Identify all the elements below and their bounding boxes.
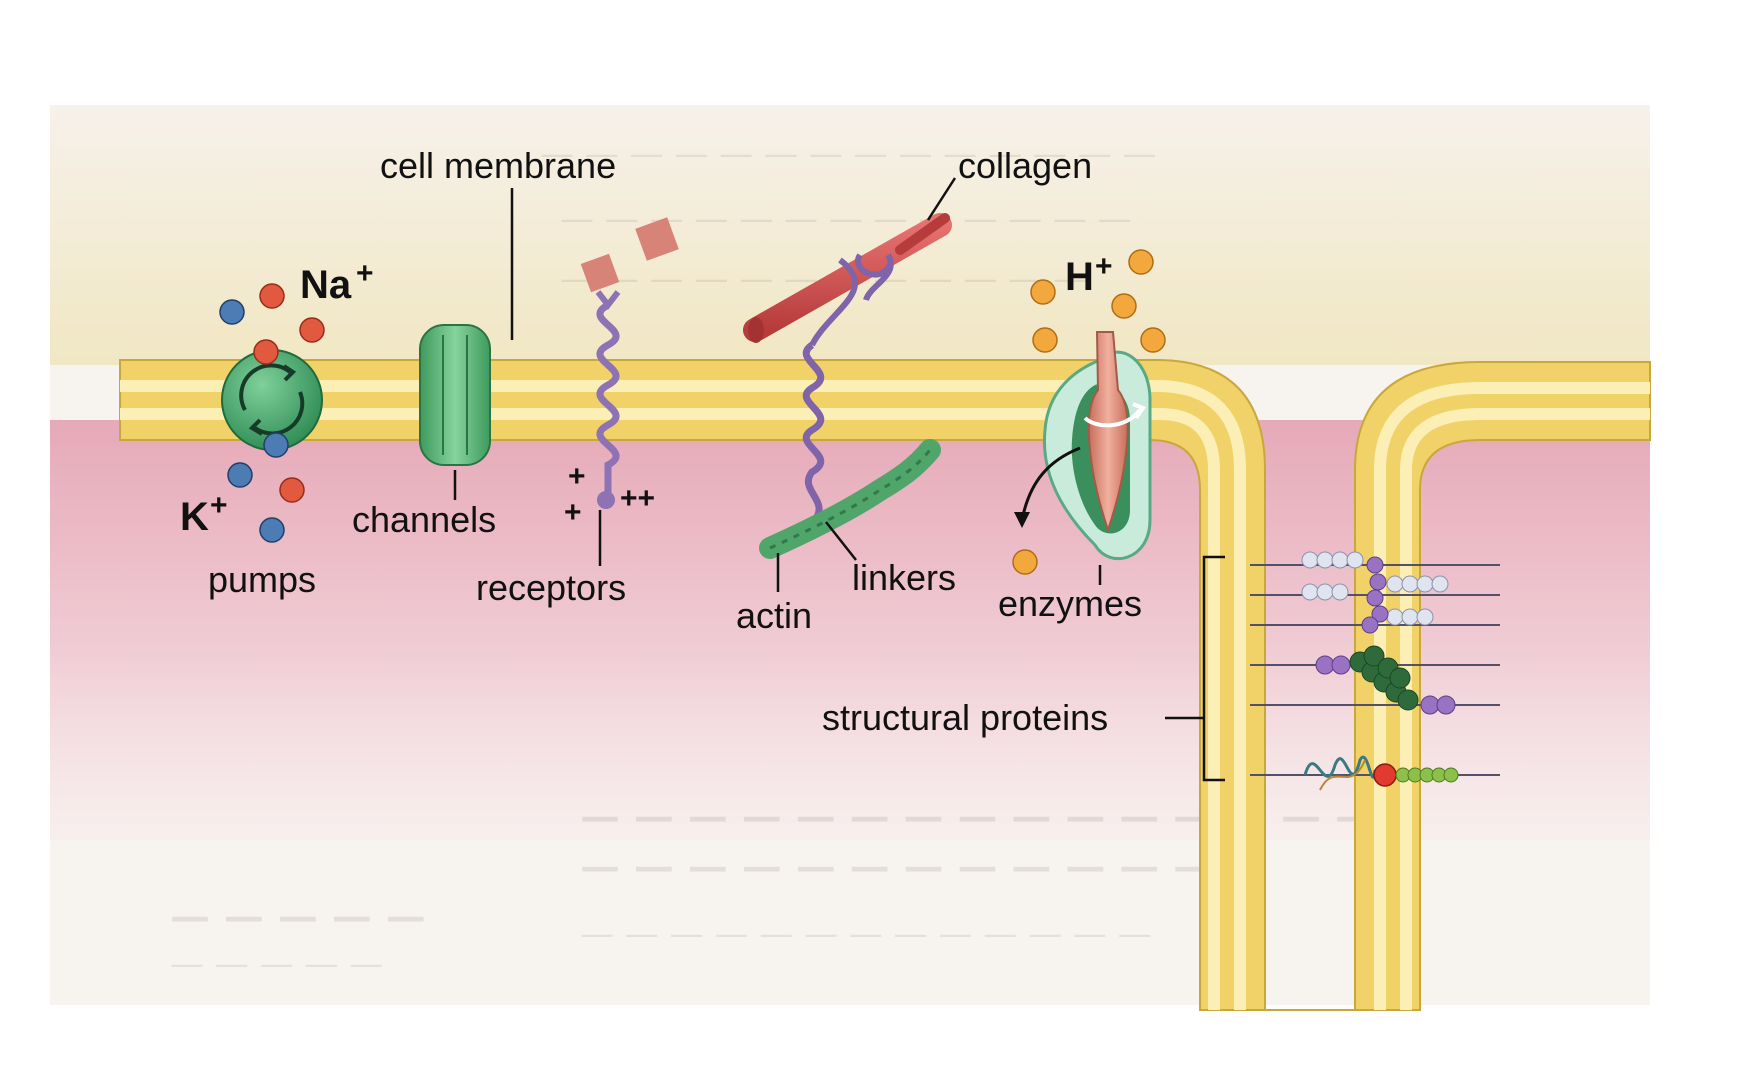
sodium-ion-label: Na [300, 263, 352, 307]
pumps-label: pumps [208, 559, 316, 600]
svg-text:— — — — — — — — — — — — — —: — — — — — — — — — — — — — — [540, 134, 1157, 174]
linkers-leader [825, 521, 857, 561]
linkers-label: linkers [852, 557, 956, 598]
hydrogen-ion-charge: + [1095, 250, 1113, 283]
linker-protein [802, 253, 894, 523]
sodium-potassium-pump [221, 349, 323, 451]
structural-proteins [1250, 551, 1500, 791]
sodium-ions [253, 283, 325, 503]
receptor-charge-top: + [568, 460, 586, 493]
ion-channel [419, 324, 491, 466]
potassium-ions [219, 299, 289, 543]
svg-text:— — — — — — — — — — — — —: — — — — — — — — — — — — — [580, 843, 1267, 890]
hydrogen-ions [1012, 249, 1166, 575]
potassium-ion-label: K [180, 495, 209, 539]
actin-filament [759, 439, 941, 559]
collagen-leader [926, 177, 957, 221]
receptors-label: receptors [476, 567, 626, 608]
collagen-label: collagen [958, 145, 1092, 186]
svg-text:— — — — —: — — — — — [170, 893, 426, 940]
svg-text:— — — — — — — — — — — — —: — — — — — — — — — — — — — [580, 914, 1152, 954]
receptor-charge-left: + [564, 496, 582, 529]
show-through-text: — — — — — — — — — — — — — — — — — — — — … [170, 134, 1375, 984]
collagen-fiber [743, 213, 952, 343]
potassium-ion-charge: + [210, 489, 228, 522]
membrane-enzyme [1014, 331, 1152, 561]
actin-label: actin [736, 595, 812, 636]
sodium-ion-charge: + [356, 257, 374, 290]
receptor-protein [580, 217, 679, 509]
cell-membrane-label: cell membrane [380, 145, 616, 186]
channels-label: channels [352, 499, 496, 540]
svg-text:— — — — —: — — — — — [170, 944, 383, 984]
receptor-charge-right: ++ [620, 482, 655, 515]
enzymes-label: enzymes [998, 583, 1142, 624]
hydrogen-ion-label: H [1065, 255, 1094, 299]
structural-proteins-bracket [1165, 555, 1225, 782]
structural-proteins-label: structural proteins [822, 697, 1108, 738]
